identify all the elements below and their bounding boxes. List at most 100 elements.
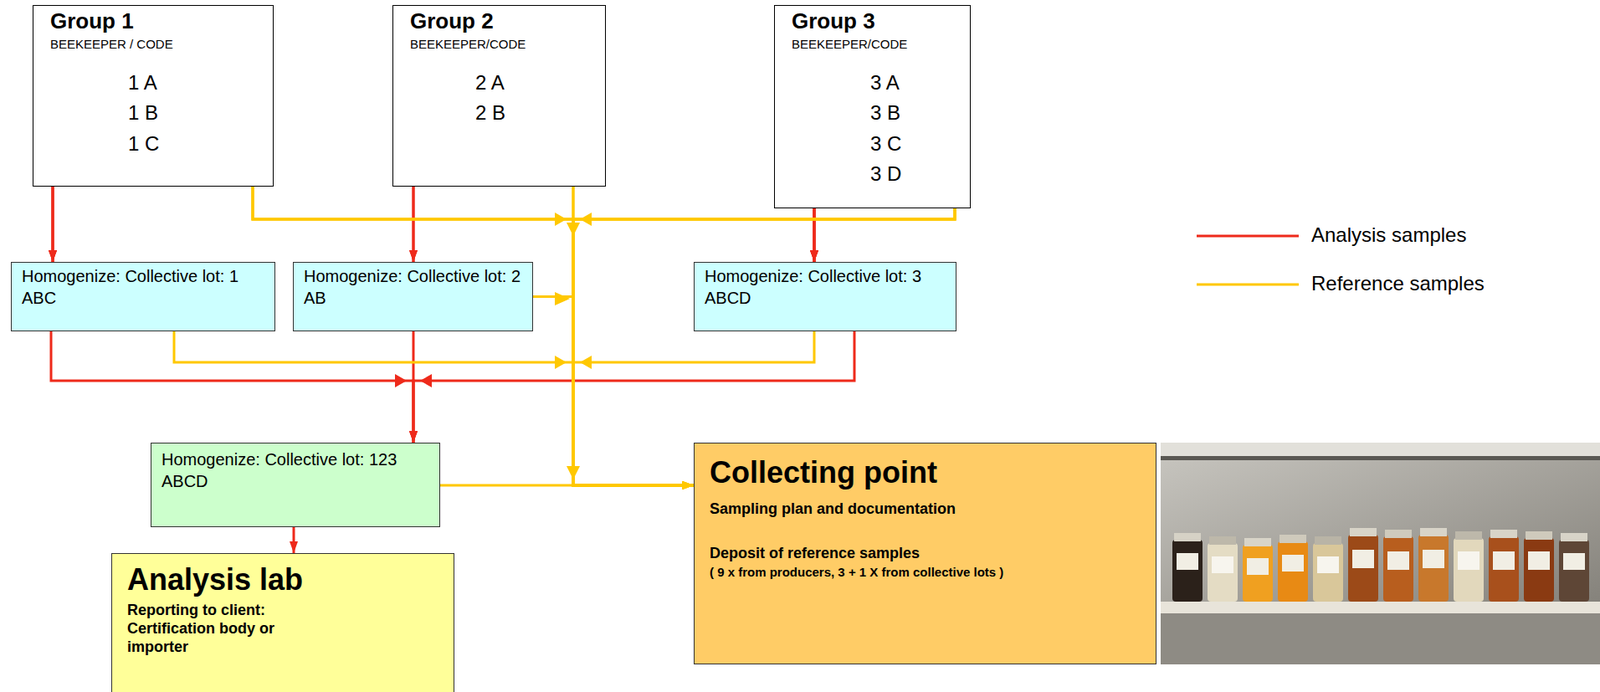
jar-lid <box>1314 536 1342 545</box>
jar-body <box>1348 534 1379 602</box>
jar-lid <box>1525 531 1553 540</box>
beekeeper-code: 3 B <box>865 100 906 126</box>
node-title: 2 A <box>475 71 505 95</box>
jar-lid <box>1279 534 1307 544</box>
node-text: Sampling plan and documentation <box>709 499 1141 519</box>
beekeeper-code: 1 B <box>123 100 164 126</box>
jar <box>1488 529 1519 602</box>
jar-label <box>1282 554 1304 572</box>
ceiling-edge <box>1160 456 1600 461</box>
jar <box>1242 538 1273 602</box>
analysis-sample-line <box>413 331 855 443</box>
wall <box>1160 442 1600 604</box>
jar <box>1383 529 1414 602</box>
jar <box>1558 533 1590 602</box>
node-title: Homogenize: Collective lot: 3 ABCD <box>704 265 946 309</box>
jar-lid <box>1349 528 1377 537</box>
junction-arrowhead <box>554 292 570 306</box>
node-text: ( 9 x from producers, 3 + 1 X from colle… <box>709 564 1141 581</box>
beekeeper-code: 3 C <box>865 131 907 157</box>
jar <box>1277 534 1308 602</box>
jar-body <box>1383 536 1414 602</box>
lab-box: Analysis labReporting to client: Certifi… <box>111 553 455 692</box>
legend-swatches <box>1196 235 1299 285</box>
honey-jars-photo <box>1160 442 1600 665</box>
node-title: 3 A <box>870 71 900 95</box>
beekeeper-code: 1 C <box>123 131 165 157</box>
legend-label: Analysis samples <box>1311 223 1467 247</box>
node-title: 1 C <box>128 132 159 156</box>
beekeeper-code: 3 D <box>865 161 907 187</box>
beekeeper-code: 1 A <box>123 70 163 96</box>
jar-body <box>1523 538 1554 602</box>
jar-body <box>1488 536 1519 602</box>
jar-lid <box>1455 531 1483 540</box>
jar-label <box>1387 551 1410 570</box>
jar-label <box>1246 558 1269 575</box>
jar-lid <box>1420 528 1447 537</box>
jar <box>1172 533 1203 602</box>
process-box: Homogenize: Collective lot: 2 AB <box>292 261 534 332</box>
node-text: Deposit of reference samples <box>709 543 1141 564</box>
jar-body <box>1312 543 1344 602</box>
node-title: Analysis lab <box>127 562 439 597</box>
jar-lid <box>1244 538 1272 547</box>
node-text: BEEKEEPER/CODE <box>410 35 595 53</box>
jar-label <box>1563 553 1585 570</box>
jar-body <box>1207 543 1238 602</box>
reference-sample-line <box>573 82 955 486</box>
beekeeper-code: 2 B <box>470 100 511 126</box>
reference-sample-line <box>533 297 694 487</box>
jar-body <box>1242 544 1273 602</box>
jar-lid <box>1490 529 1518 539</box>
analysis-sample-line <box>51 331 414 443</box>
node-title: 1 A <box>128 71 158 95</box>
jar <box>1453 531 1484 602</box>
node-title: Homogenize: Collective lot: 2 AB <box>303 265 523 309</box>
ceiling <box>1160 442 1600 457</box>
jar <box>1523 531 1554 602</box>
collecting-box: Collecting pointSampling plan and docume… <box>693 442 1157 665</box>
jar-label <box>1528 551 1550 570</box>
node-text: BEEKEEPER/CODE <box>791 35 960 53</box>
shelf-board <box>1160 601 1600 614</box>
jar-label <box>1457 551 1480 570</box>
jar-label <box>1352 549 1375 569</box>
node-title: 3 C <box>870 132 902 156</box>
node-title: Homogenize: Collective lot: 123 ABCD <box>161 448 430 493</box>
node-title: 1 B <box>128 101 159 125</box>
node-text: BEEKEEPER / CODE <box>50 35 263 53</box>
jar-lid <box>1209 536 1236 545</box>
jar-label <box>1422 549 1445 569</box>
analysis-sample-line <box>292 527 296 554</box>
group-box: Group 3 BEEKEEPER/CODE 3 A 3 B 3 C 3 D <box>774 5 971 209</box>
jar-lid <box>1560 533 1588 542</box>
legend-swatch <box>1196 283 1299 287</box>
jar <box>1312 536 1344 602</box>
node-title: Group 1 <box>50 10 263 33</box>
node-title: 2 B <box>475 101 506 125</box>
jar-lid <box>1174 533 1201 542</box>
group-box: Group 2 BEEKEEPER/CODE 2 A 2 B <box>392 5 606 187</box>
group-box: Group 1 BEEKEEPER / CODE 1 A 1 B 1 C <box>32 5 274 187</box>
process-box: Homogenize: Collective lot: 123 ABCD <box>150 442 441 528</box>
photo-ground <box>1160 442 1600 665</box>
jar-body <box>1277 541 1308 602</box>
jar <box>1348 528 1379 602</box>
jar <box>1207 536 1238 602</box>
jar-lid <box>1384 529 1412 539</box>
jar-body <box>1418 534 1449 602</box>
jar <box>1418 528 1449 602</box>
node-text: Reporting to client: Certification body … <box>127 601 320 657</box>
reference-sample-line <box>440 484 694 488</box>
jar-body <box>1558 539 1590 602</box>
jar-label <box>1492 551 1515 570</box>
jar-body <box>1172 539 1203 602</box>
node-title: Group 3 <box>791 10 960 33</box>
wall-below <box>1160 613 1600 665</box>
node-title: 3 B <box>870 101 901 125</box>
process-box: Homogenize: Collective lot: 3 ABCD <box>693 261 957 332</box>
jar-label <box>1317 556 1339 574</box>
node-title: Group 2 <box>410 10 595 33</box>
